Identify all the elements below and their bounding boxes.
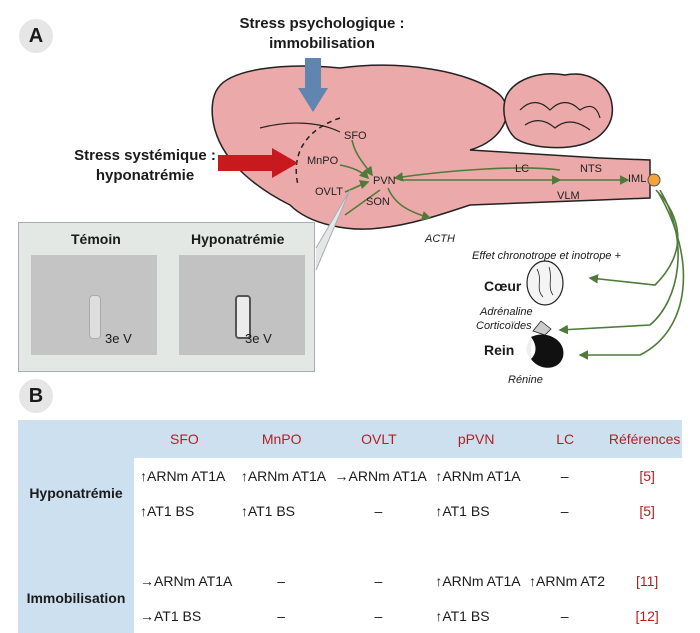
ventricle-shape-left bbox=[89, 295, 101, 339]
reference-cell: [5] bbox=[639, 467, 655, 484]
table-cell: – bbox=[560, 607, 569, 624]
table-row: Hyponatrémie ↑ARNm AT1A ↑ARNm AT1A →ARNm… bbox=[18, 458, 682, 528]
stress-psych-line1: Stress psychologique : bbox=[239, 15, 405, 32]
panel-b-letter: B bbox=[28, 384, 44, 407]
label-sfo: SFO bbox=[344, 130, 367, 142]
table-cell: ↑AT1 BS bbox=[240, 502, 296, 519]
brain-diagram bbox=[211, 58, 685, 368]
cerebellum-shape bbox=[503, 73, 614, 149]
corner-cell bbox=[18, 420, 134, 458]
red-arrow-head bbox=[272, 148, 298, 178]
results-table-grid: SFO MnPO OVLT pPVN LC Références Hyponat… bbox=[18, 420, 682, 633]
table-spacer bbox=[18, 528, 682, 563]
label-vlm: VLM bbox=[557, 190, 580, 202]
coeur-label: Cœur bbox=[484, 278, 522, 294]
ventricle-label-right: 3e V bbox=[245, 331, 272, 346]
table-cell: – bbox=[374, 572, 383, 589]
table-cell: – bbox=[374, 502, 383, 519]
stress-psych-line2: immobilisation bbox=[269, 35, 375, 52]
table-cell: ↑ARNm AT1A bbox=[140, 467, 226, 484]
table-cell: ↑AT1 BS bbox=[435, 502, 490, 519]
renine-label: Rénine bbox=[508, 374, 543, 386]
table-cell: ↑ARNm AT1A bbox=[435, 467, 521, 484]
heart-shape bbox=[526, 260, 564, 306]
effect-chrono-label: Effet chronotrope et inotrope + bbox=[472, 250, 621, 262]
inset-title-temoin: Témoin bbox=[71, 231, 121, 247]
label-lc: LC bbox=[515, 163, 530, 175]
label-son: SON bbox=[366, 196, 390, 208]
label-ovlt: OVLT bbox=[315, 186, 343, 198]
ventricle-label-left: 3e V bbox=[105, 331, 132, 346]
corticoides-label: Corticoïdes bbox=[476, 320, 532, 332]
table-cell: – bbox=[277, 572, 286, 589]
col-header: OVLT bbox=[328, 420, 430, 458]
rein-label: Rein bbox=[484, 342, 515, 358]
table-cell: – bbox=[277, 607, 286, 624]
table-cell: – bbox=[560, 502, 569, 519]
stress-psych-label: Stress psychologique : immobilisation bbox=[222, 14, 422, 54]
red-arrow-shaft bbox=[218, 155, 273, 171]
blue-arrow-head bbox=[298, 88, 328, 112]
panel-b-badge: B bbox=[19, 379, 53, 413]
ventricle-shape-right bbox=[235, 295, 251, 339]
stress-syst-line1: Stress systémique : bbox=[74, 147, 216, 164]
kidney-shape bbox=[526, 320, 564, 368]
table-cell: – bbox=[560, 467, 569, 484]
col-header: MnPO bbox=[234, 420, 329, 458]
row-group-label: Immobilisation bbox=[18, 563, 134, 633]
table-cell: →AT1 BS bbox=[140, 607, 202, 624]
micrograph-hypo: 3e V bbox=[179, 255, 305, 355]
label-nts: NTS bbox=[580, 163, 602, 175]
adrenaline-label: Adrénaline bbox=[480, 306, 533, 318]
label-mnpo: MnPO bbox=[307, 155, 339, 167]
blue-arrow-shaft bbox=[305, 58, 321, 88]
reference-cell: [12] bbox=[635, 607, 659, 624]
reference-cell: [11] bbox=[635, 572, 659, 589]
inset-panel: Témoin Hyponatrémie 3e V 3e V bbox=[18, 222, 315, 372]
table-cell: – bbox=[374, 607, 383, 624]
col-header: Références bbox=[607, 420, 682, 458]
table-cell: →ARNm AT1A bbox=[140, 572, 233, 589]
table-cell: ↑AT1 BS bbox=[140, 502, 195, 519]
col-header: SFO bbox=[134, 420, 235, 458]
col-header: LC bbox=[523, 420, 608, 458]
row-group-label: Hyponatrémie bbox=[18, 458, 134, 528]
label-pvn: PVN bbox=[373, 175, 396, 187]
reference-cell: [5] bbox=[639, 502, 655, 519]
table-row: ↑AT1 BS ↑AT1 BS – ↑AT1 BS – [5] bbox=[18, 493, 682, 528]
panel-a-letter: A bbox=[28, 24, 44, 47]
table-cell: ↑ARNm AT1A bbox=[240, 467, 327, 484]
table-cell: ↑ARNm AT2 bbox=[529, 572, 606, 589]
micrograph-temoin: 3e V bbox=[31, 255, 157, 355]
table-cell: →ARNm AT1A bbox=[334, 467, 427, 484]
panel-a-badge: A bbox=[19, 19, 53, 53]
stress-syst-line2: hyponatrémie bbox=[95, 167, 195, 184]
stress-syst-label: Stress systémique : hyponatrémie bbox=[60, 146, 230, 186]
row-group-spacer bbox=[18, 528, 134, 563]
table-cell: ↑AT1 BS bbox=[435, 607, 490, 624]
label-acth: ACTH bbox=[425, 233, 455, 245]
col-header: pPVN bbox=[429, 420, 524, 458]
results-table: SFO MnPO OVLT pPVN LC Références Hyponat… bbox=[18, 420, 682, 633]
inset-title-hypo: Hyponatrémie bbox=[191, 231, 285, 247]
label-iml: IML bbox=[628, 173, 647, 185]
table-header-row: SFO MnPO OVLT pPVN LC Références bbox=[18, 420, 682, 458]
iml-node bbox=[647, 173, 661, 187]
table-row: Immobilisation →ARNm AT1A – – ↑ARNm AT1A… bbox=[18, 563, 682, 633]
table-cell: ↑ARNm AT1A bbox=[435, 572, 521, 589]
spacer-cell bbox=[134, 528, 682, 563]
